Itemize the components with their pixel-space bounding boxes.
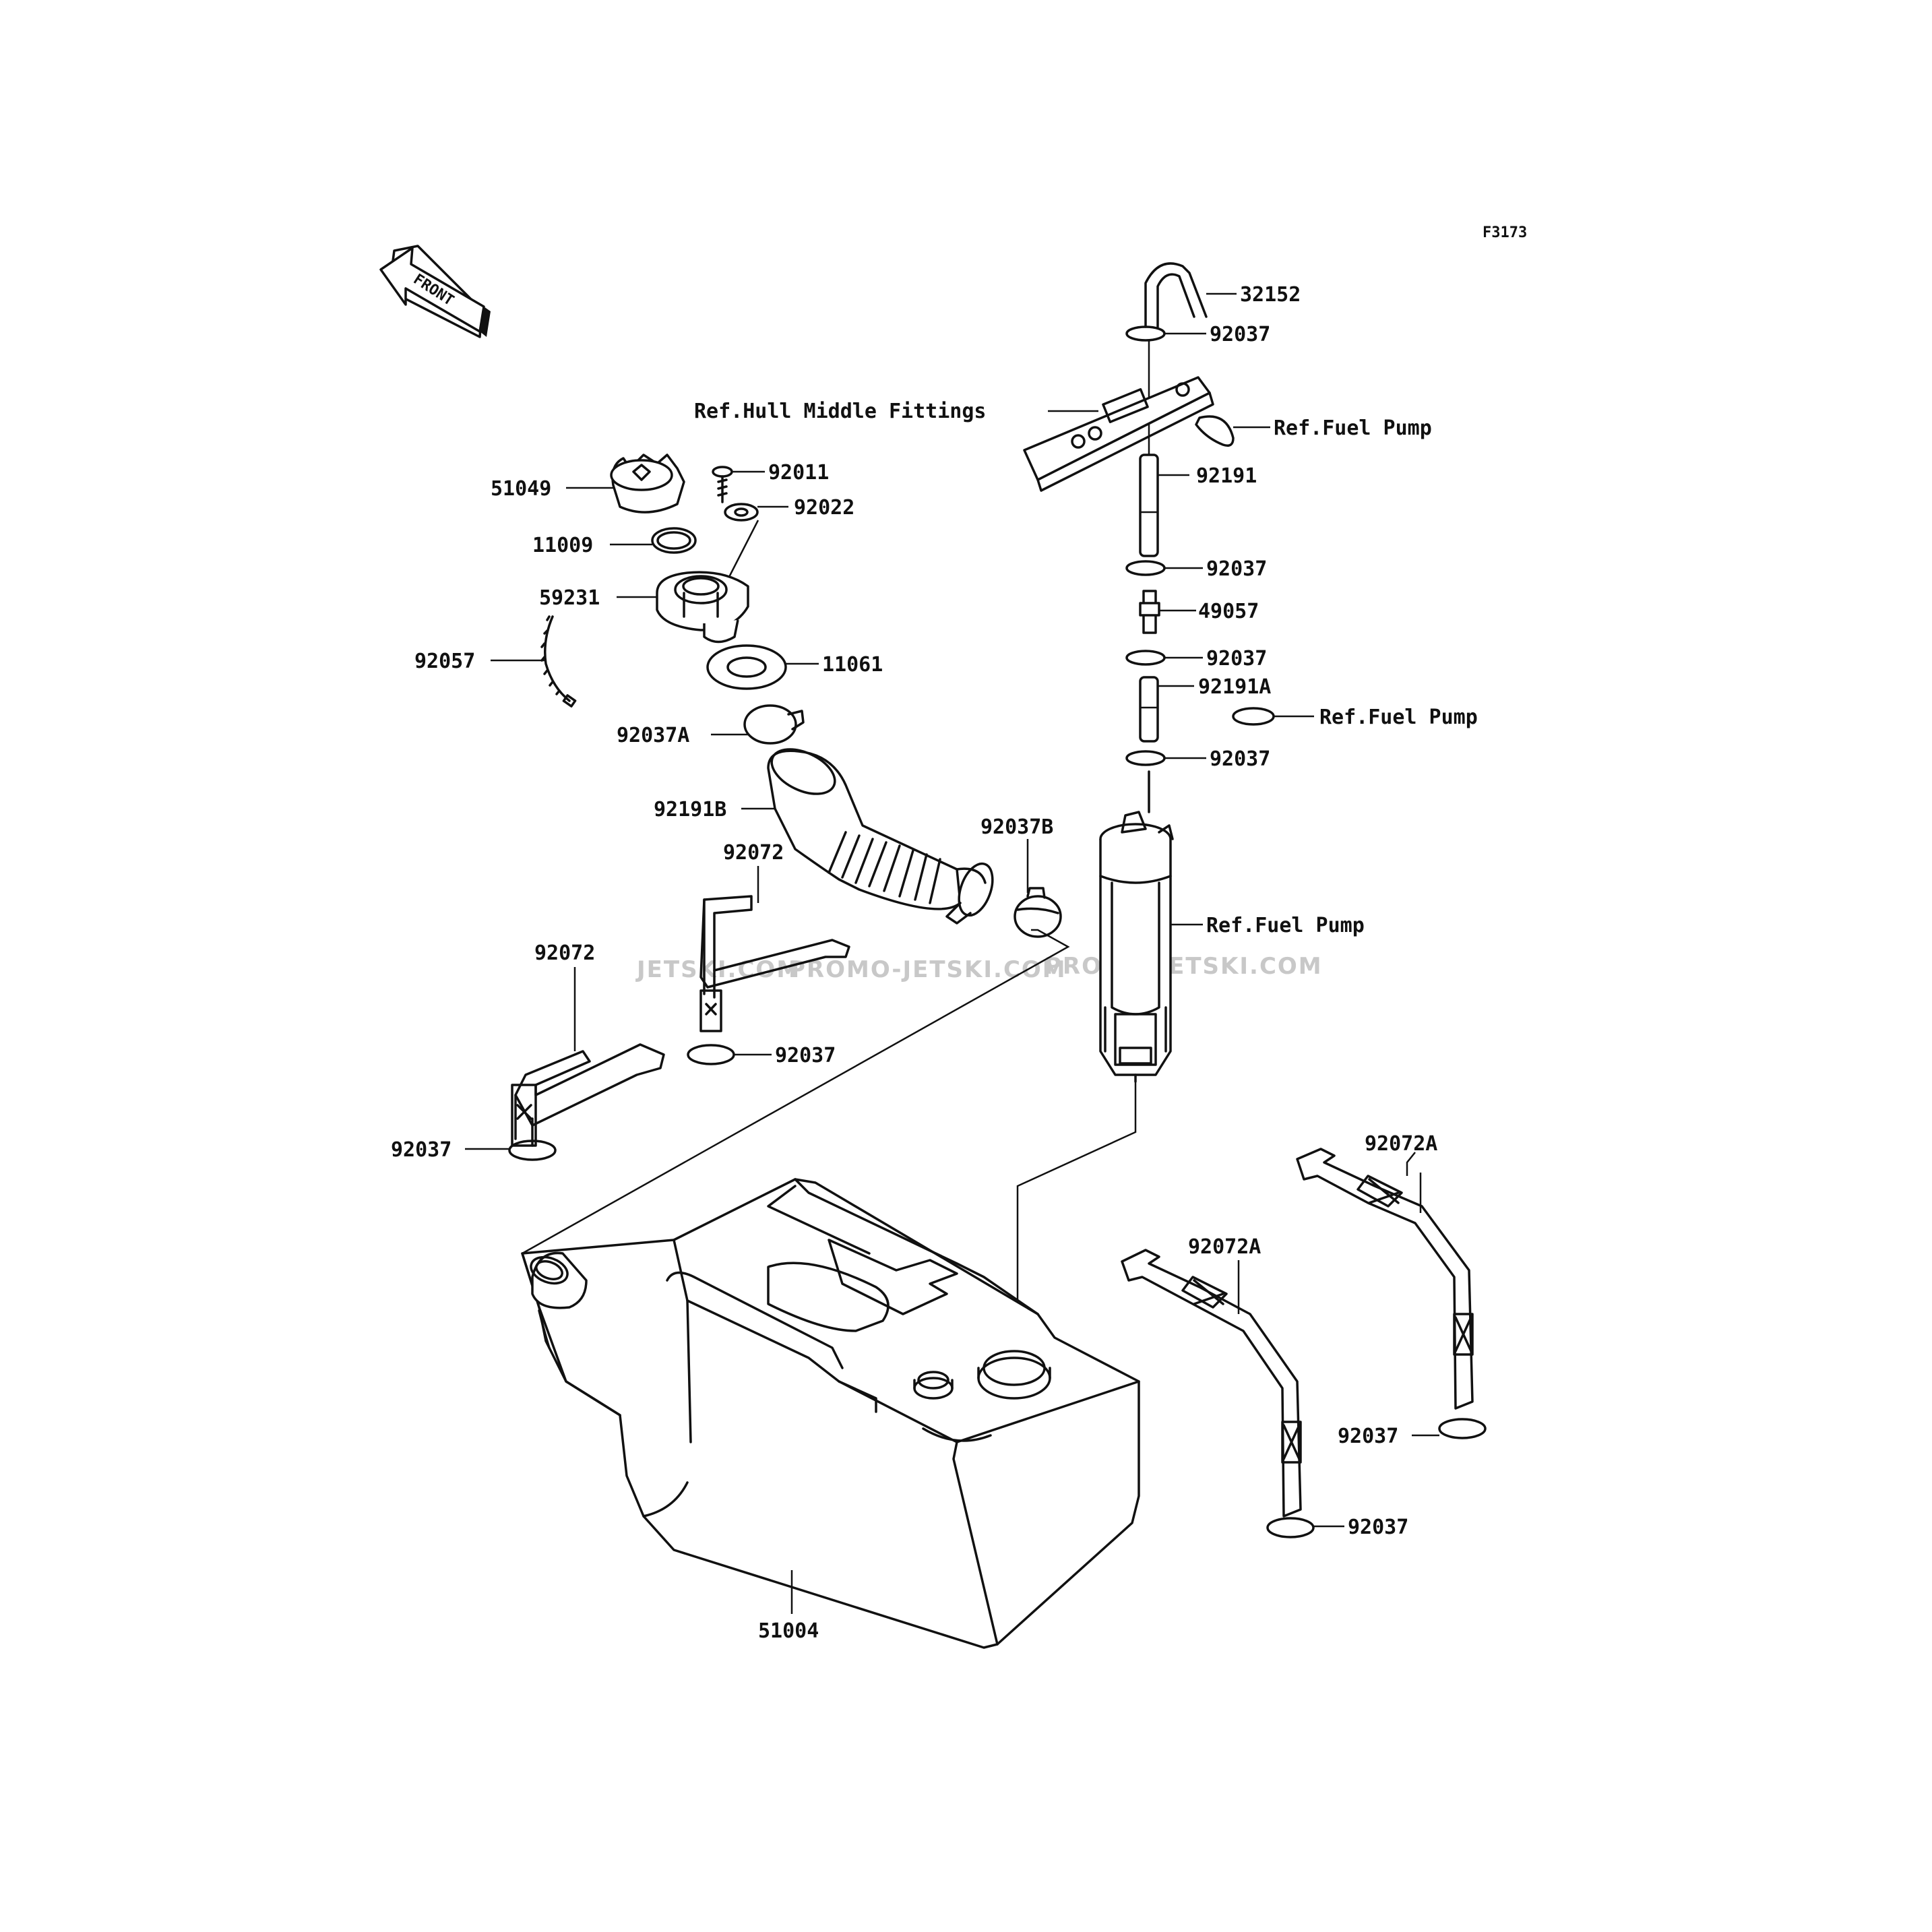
hose-clamp-b-icon — [1014, 887, 1062, 938]
label-92191a: 92191A — [1198, 675, 1271, 699]
label-92057: 92057 — [414, 650, 475, 673]
watermark-part-2: PROMO-JETSKI.COM — [788, 956, 1067, 983]
label-92037-g: 92037 — [1338, 1425, 1398, 1448]
label-92037-h: 92037 — [1348, 1516, 1408, 1539]
label-49057: 49057 — [1198, 600, 1259, 623]
screw-icon — [712, 466, 733, 503]
watermark-part-3: PROMO-JETSKI.COM — [1045, 953, 1323, 980]
hose-clamp-a-icon — [743, 704, 805, 745]
clamp-icon — [687, 1044, 735, 1065]
gasket-icon — [706, 644, 787, 690]
label-32152: 32152 — [1240, 283, 1301, 307]
label-92037-e: 92037 — [775, 1044, 836, 1067]
label-92037-top: 92037 — [1210, 323, 1270, 346]
label-59231: 59231 — [539, 586, 600, 610]
label-92072-b: 92072 — [534, 941, 595, 965]
label-92072a-a: 92072A — [1365, 1132, 1437, 1156]
clamp-icon — [1125, 560, 1166, 576]
clamp-icon — [508, 1140, 557, 1161]
fuel-tank-icon — [521, 1178, 1140, 1649]
pump-clamp-icon — [1195, 415, 1235, 447]
clamp-icon — [1125, 325, 1166, 342]
o-ring-icon — [651, 527, 697, 554]
label-ref-fuel-pump-2: Ref.Fuel Pump — [1319, 706, 1478, 729]
fuel-pump-icon — [1099, 770, 1174, 1083]
washer-icon — [724, 503, 759, 522]
fuel-cap-icon — [610, 454, 685, 513]
clamp-icon — [1125, 650, 1166, 666]
label-51004: 51004 — [758, 1619, 819, 1643]
clamp-icon — [1266, 1517, 1315, 1538]
fitting-49057-icon — [1139, 590, 1160, 634]
label-92072-a: 92072 — [723, 841, 784, 865]
label-92037-b: 92037 — [1206, 557, 1267, 581]
label-92037-d: 92037 — [1210, 747, 1270, 771]
label-ref-fuel-pump-3: Ref.Fuel Pump — [1206, 914, 1365, 937]
label-92037-f: 92037 — [391, 1138, 451, 1162]
label-92022: 92022 — [794, 496, 854, 520]
label-92037a: 92037A — [617, 724, 689, 747]
label-92037-c: 92037 — [1206, 647, 1267, 671]
label-11009: 11009 — [532, 534, 593, 557]
tank-strap-92072a-icon — [1121, 1249, 1302, 1518]
front-arrow-icon: FRONT — [379, 245, 491, 338]
hose-92191-icon — [1139, 454, 1159, 557]
pump-clamp-icon — [1232, 707, 1275, 726]
label-11061: 11061 — [822, 653, 883, 677]
label-92037b: 92037B — [980, 815, 1053, 839]
label-51049: 51049 — [491, 477, 551, 501]
tether-strap-icon — [540, 615, 577, 708]
label-92072a-b: 92072A — [1188, 1235, 1261, 1259]
tank-strap-bracket-icon — [511, 1043, 665, 1147]
watermark: JETSKI.COM PROMO-JETSKI.COM PROMO-JETSKI… — [635, 953, 1323, 983]
hose-92191a-icon — [1139, 676, 1159, 743]
clamp-icon — [1125, 750, 1166, 766]
tank-strap-bracket-icon — [699, 895, 850, 1032]
hull-fitting-plate-icon — [1023, 376, 1214, 492]
vent-hose-u-icon — [1144, 262, 1208, 328]
clamp-icon — [1438, 1418, 1487, 1439]
tank-strap-92072a-icon — [1296, 1148, 1474, 1410]
figure-code: F3173 — [1483, 224, 1527, 241]
label-ref-hull-middle-fittings: Ref.Hull Middle Fittings — [694, 400, 986, 423]
filler-hose-icon — [767, 748, 994, 925]
label-92011: 92011 — [768, 461, 829, 485]
label-ref-fuel-pump-1: Ref.Fuel Pump — [1274, 416, 1432, 440]
filler-neck-icon — [656, 571, 749, 644]
label-92191: 92191 — [1196, 464, 1257, 488]
label-92191b: 92191B — [654, 798, 726, 821]
